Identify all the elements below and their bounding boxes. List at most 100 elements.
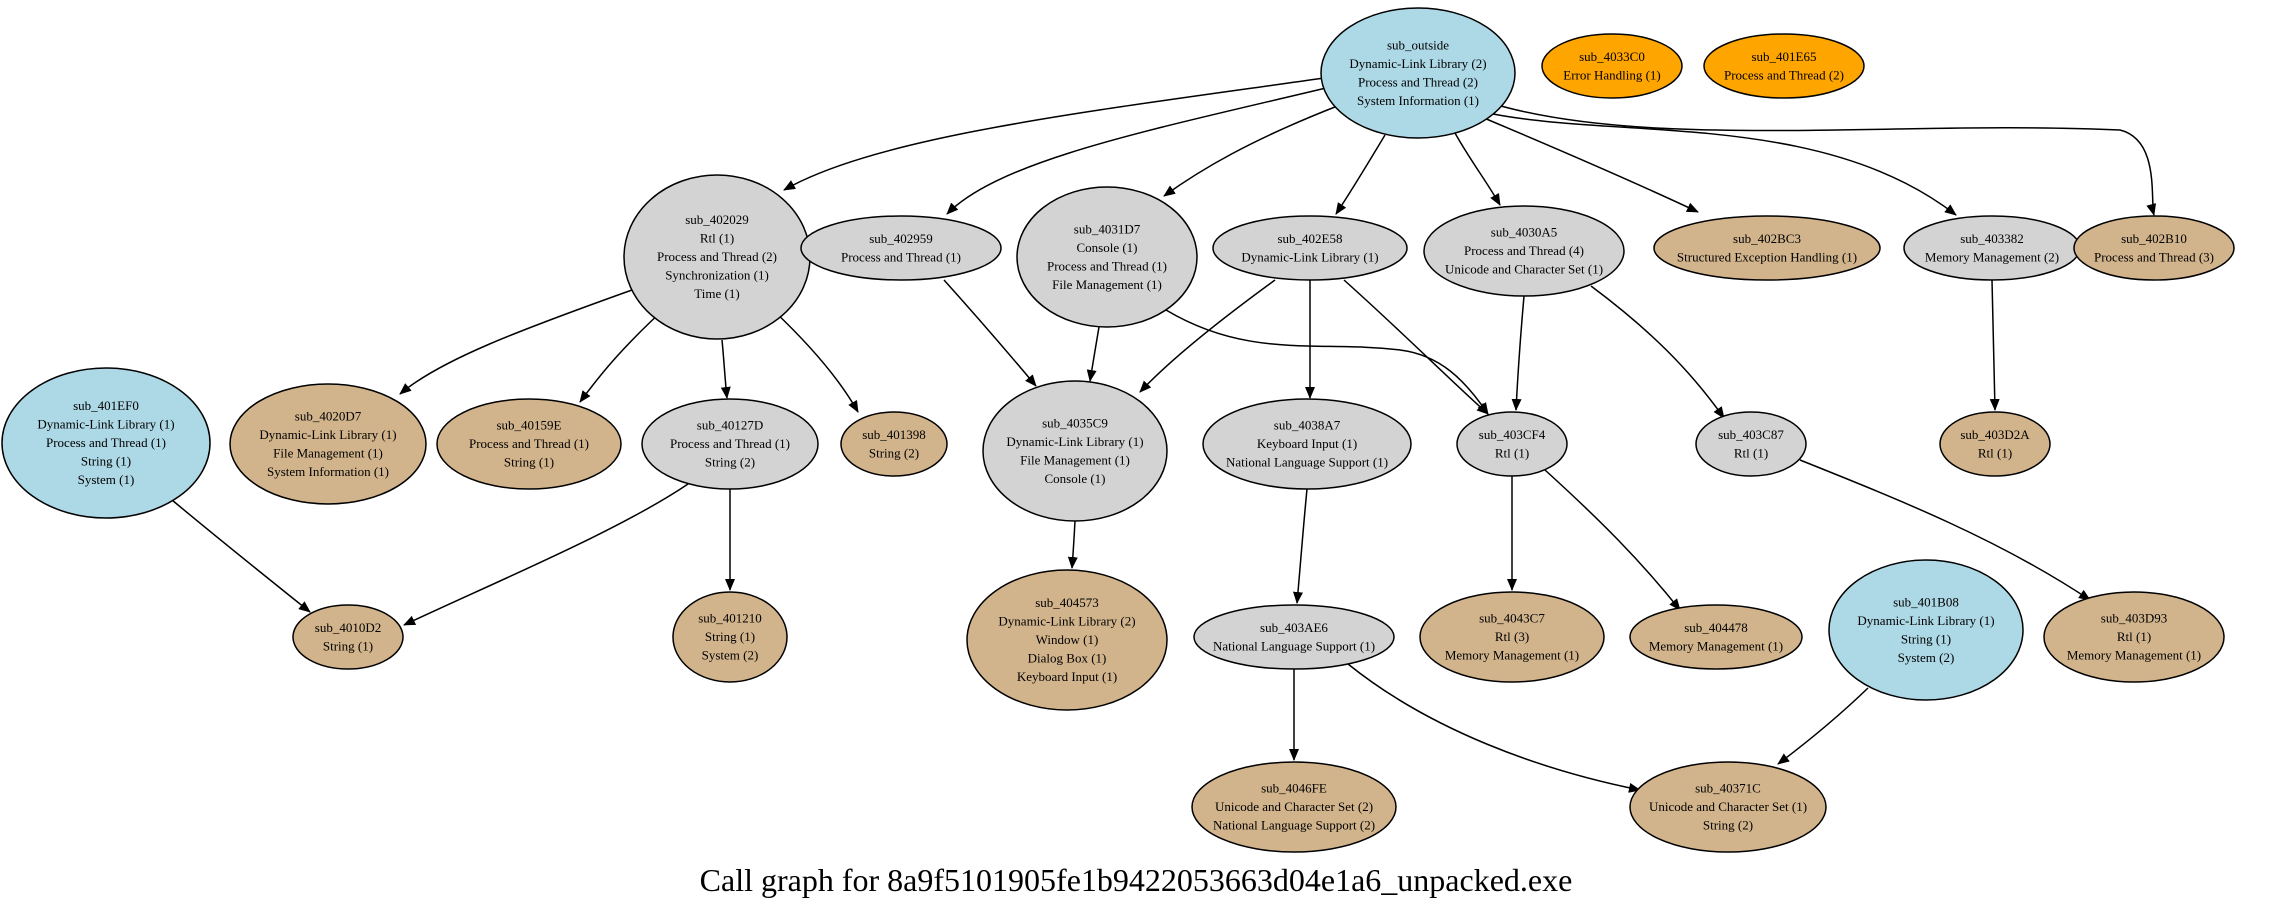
node-api-category: String (1) <box>1901 631 1951 646</box>
node-name: sub_402029 <box>685 212 749 227</box>
edge-sub-402029-to-sub-4020d7 <box>399 289 633 395</box>
node-api-category: Memory Management (1) <box>1649 638 1783 653</box>
node-ellipse <box>1939 411 2051 477</box>
edge-sub-outside-to-sub-402959 <box>946 87 1327 215</box>
node-api-category: National Language Support (1) <box>1213 638 1375 653</box>
node-name: sub_403CF4 <box>1479 427 1546 442</box>
node-ellipse <box>1 367 211 519</box>
edge-sub-401ef0-to-sub-4010d2 <box>171 499 311 613</box>
node-name: sub_40371C <box>1695 781 1761 796</box>
node-api-category: Memory Management (1) <box>1445 648 1579 663</box>
node-api-category: Rtl (1) <box>1495 445 1529 460</box>
node-api-category: String (2) <box>705 455 755 470</box>
edge-sub-402e58-to-sub-4035c9 <box>1139 279 1276 393</box>
node-ellipse <box>966 569 1168 711</box>
node-ellipse <box>2043 591 2225 683</box>
node-api-category: Unicode and Character Set (1) <box>1445 262 1603 277</box>
node-api-category: System Information (1) <box>267 464 389 479</box>
node-name: sub_401E65 <box>1752 49 1817 64</box>
node-name: sub_401EF0 <box>73 398 139 413</box>
edge-sub-401b08-to-sub-40371c <box>1777 687 1869 765</box>
node-api-category: System (1) <box>78 472 135 487</box>
node-ellipse <box>436 398 622 490</box>
node-api-category: Process and Thread (1) <box>46 435 166 450</box>
node-api-category: Memory Management (2) <box>1925 249 2059 264</box>
node-api-category: Keyboard Input (1) <box>1017 669 1117 684</box>
node-api-category: Memory Management (1) <box>2067 648 2201 663</box>
node-ellipse <box>1629 604 1803 670</box>
node-ellipse <box>229 383 427 505</box>
edge-sub-outside-to-sub-403382 <box>1487 112 1957 216</box>
node-api-category: Process and Thread (2) <box>657 249 777 264</box>
node-api-category: Rtl (1) <box>700 231 734 246</box>
node-name: sub_4046FE <box>1261 781 1327 796</box>
node-name: sub_40159E <box>497 418 562 433</box>
node-api-category: Process and Thread (1) <box>1047 258 1167 273</box>
node-api-category: System (2) <box>1898 650 1955 665</box>
edge-sub-402029-to-sub-401398 <box>772 309 859 413</box>
node-api-category: Synchronization (1) <box>665 268 769 283</box>
node-name: sub_403C87 <box>1718 427 1784 442</box>
node-ellipse <box>1423 205 1625 297</box>
node-name: sub_404573 <box>1035 595 1099 610</box>
node-name: sub_4043C7 <box>1479 611 1545 626</box>
node-name: sub_40127D <box>697 418 763 433</box>
node-api-category: Process and Thread (4) <box>1464 243 1584 258</box>
edge-sub-402029-to-sub-40159e <box>579 309 664 403</box>
node-name: sub_4038A7 <box>1274 418 1341 433</box>
edge-sub-4030a5-to-sub-403c87 <box>1590 285 1725 419</box>
edge-sub-403cf4-to-sub-404478 <box>1544 469 1681 611</box>
node-api-category: National Language Support (2) <box>1213 818 1375 833</box>
node-ellipse <box>1695 411 1807 477</box>
node-ellipse <box>1828 559 2024 701</box>
edge-sub-4030a5-to-sub-403cf4 <box>1511 295 1525 411</box>
edge-sub-402959-to-sub-4035c9 <box>943 279 1037 387</box>
node-name: sub_4010D2 <box>315 620 381 635</box>
node-ellipse <box>2073 215 2235 281</box>
edges-layer <box>171 77 2157 793</box>
node-name: sub_4030A5 <box>1491 225 1557 240</box>
node-name: sub_402959 <box>869 231 933 246</box>
edge-sub-403382-to-sub-403d2a <box>1989 279 2000 411</box>
graph-title: Call graph for 8a9f5101905fe1b9422053663… <box>699 862 1573 898</box>
node-name: sub_402E58 <box>1278 231 1343 246</box>
node-api-category: Rtl (1) <box>2117 629 2151 644</box>
node-api-category: Process and Thread (3) <box>2094 249 2214 264</box>
node-api-category: Console (1) <box>1076 240 1137 255</box>
node-api-category: String (1) <box>81 454 131 469</box>
node-api-category: Process and Thread (1) <box>670 436 790 451</box>
node-ellipse <box>840 411 948 477</box>
node-api-category: Console (1) <box>1044 471 1105 486</box>
node-api-category: Dynamic-Link Library (1) <box>37 417 174 432</box>
node-ellipse <box>641 398 819 490</box>
node-name: sub_401398 <box>862 427 926 442</box>
node-name: sub_402B10 <box>2121 231 2187 246</box>
node-api-category: System (2) <box>702 648 759 663</box>
node-api-category: Error Handling (1) <box>1563 67 1660 82</box>
edge-sub-403ae6-to-sub-40371c <box>1347 663 1641 793</box>
node-ellipse <box>1193 604 1395 670</box>
node-ellipse <box>1202 398 1412 490</box>
node-api-category: Window (1) <box>1036 632 1099 647</box>
node-name: sub_4035C9 <box>1042 415 1108 430</box>
edge-sub-4035c9-to-sub-404573 <box>1067 520 1078 569</box>
node-name: sub_403D93 <box>2101 611 2167 626</box>
